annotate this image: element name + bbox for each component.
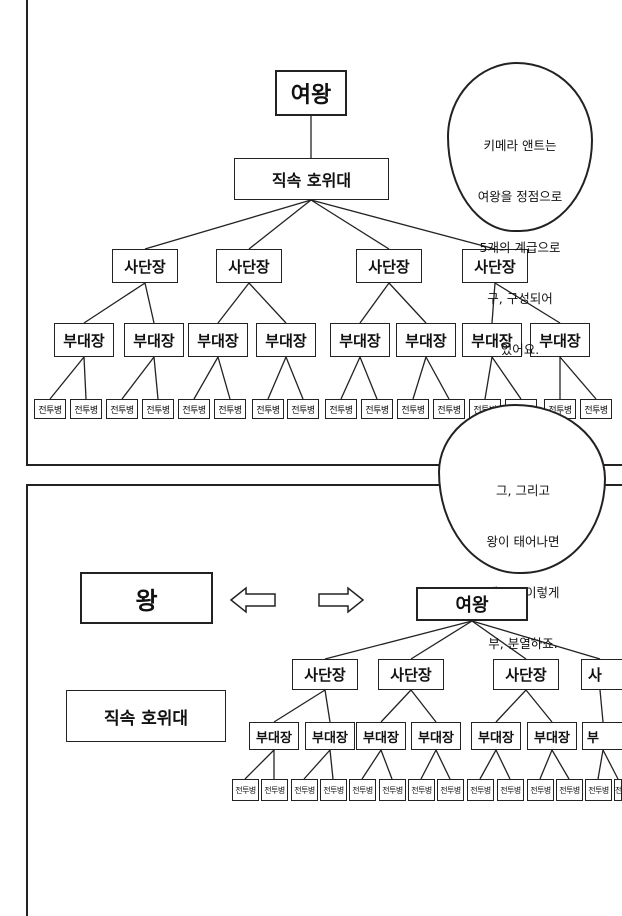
bubble-middle-line-4: 부, 분열하죠. <box>488 636 558 651</box>
bottom-king-box: 왕 <box>80 572 213 624</box>
top-lieutenant-box-7: 부대장 <box>462 323 522 357</box>
bottom-soldier-box-9: 전투병 <box>467 779 494 801</box>
top-soldier-box-4: 전투병 <box>142 399 174 419</box>
bubble-top-line-3: 5개의 계급으로 <box>479 240 561 255</box>
top-soldier-box-8: 전투병 <box>287 399 319 419</box>
top-soldier-box-16: 전투병 <box>580 399 612 419</box>
bubble-top-line-4: 구, 구성되어 <box>487 291 553 306</box>
bottom-lieutenant-box-1: 부대장 <box>249 722 299 750</box>
bottom-lieutenant-box-2: 부대장 <box>305 722 355 750</box>
bottom-lieutenant-box-4: 부대장 <box>411 722 461 750</box>
bottom-king-guard-box: 직속 호위대 <box>66 690 226 742</box>
top-soldier-box-11: 전투병 <box>397 399 429 419</box>
bottom-soldier-box-1: 전투병 <box>232 779 259 801</box>
top-soldier-box-7: 전투병 <box>252 399 284 419</box>
bottom-lieutenant-box-7: 부 <box>582 722 622 750</box>
top-soldier-box-9: 전투병 <box>325 399 357 419</box>
bottom-panel <box>26 484 622 916</box>
top-queen-box: 여왕 <box>275 70 347 116</box>
top-royal-guard-box: 직속 호위대 <box>234 158 389 200</box>
top-lieutenant-box-4: 부대장 <box>256 323 316 357</box>
bottom-soldier-box-7: 전투병 <box>408 779 435 801</box>
top-lieutenant-box-8: 부대장 <box>530 323 590 357</box>
top-soldier-box-3: 전투병 <box>106 399 138 419</box>
bottom-soldier-box-10: 전투병 <box>497 779 524 801</box>
bottom-queen-box: 여왕 <box>416 587 528 621</box>
bottom-soldier-box-8: 전투병 <box>437 779 464 801</box>
bubble-top-line-1: 키메라 앤트는 <box>483 138 557 153</box>
bottom-lieutenant-box-5: 부대장 <box>471 722 521 750</box>
bottom-soldier-box-5: 전투병 <box>349 779 376 801</box>
bottom-lieutenant-box-3: 부대장 <box>356 722 406 750</box>
bottom-soldier-box-14: 전 <box>614 779 622 801</box>
top-soldier-box-6: 전투병 <box>214 399 246 419</box>
speech-bubble-top-text: 키메라 앤트는 여왕을 정점으로 5개의 계급으로 구, 구성되어 있어요. <box>457 103 583 392</box>
bubble-middle-line-1: 그, 그리고 <box>496 483 550 498</box>
top-captain-box-2: 사단장 <box>216 249 282 283</box>
speech-bubble-middle-text: 그, 그리고 왕이 태어나면 계급은 이렇게 부, 분열하죠. <box>448 448 598 686</box>
bottom-soldier-box-13: 전투병 <box>585 779 612 801</box>
bottom-captain-box-2: 사단장 <box>378 659 444 690</box>
speech-bubble-top <box>447 62 593 232</box>
top-captain-box-3: 사단장 <box>356 249 422 283</box>
bottom-soldier-box-4: 전투병 <box>320 779 347 801</box>
bottom-captain-box-4: 사 <box>581 659 622 690</box>
top-lieutenant-box-2: 부대장 <box>124 323 184 357</box>
bubble-top-line-2: 여왕을 정점으로 <box>477 189 563 204</box>
top-soldier-box-10: 전투병 <box>361 399 393 419</box>
bubble-top-line-5: 있어요. <box>500 342 540 357</box>
top-panel <box>26 0 622 466</box>
bottom-lieutenant-box-6: 부대장 <box>527 722 577 750</box>
left-arrow-icon <box>230 586 276 614</box>
bottom-soldier-box-2: 전투병 <box>261 779 288 801</box>
top-lieutenant-box-1: 부대장 <box>54 323 114 357</box>
bottom-captain-box-3: 사단장 <box>493 659 559 690</box>
bottom-soldier-box-11: 전투병 <box>527 779 554 801</box>
bottom-soldier-box-3: 전투병 <box>291 779 318 801</box>
bottom-captain-box-1: 사단장 <box>292 659 358 690</box>
top-soldier-box-1: 전투병 <box>34 399 66 419</box>
bubble-middle-line-2: 왕이 태어나면 <box>486 534 560 549</box>
speech-bubble-middle <box>438 404 606 574</box>
bottom-soldier-box-6: 전투병 <box>379 779 406 801</box>
top-lieutenant-box-6: 부대장 <box>396 323 456 357</box>
top-soldier-box-12: 전투병 <box>433 399 465 419</box>
top-captain-box-4: 사단장 <box>462 249 528 283</box>
top-soldier-box-5: 전투병 <box>178 399 210 419</box>
bottom-soldier-box-12: 전투병 <box>556 779 583 801</box>
right-arrow-icon <box>318 586 364 614</box>
top-lieutenant-box-5: 부대장 <box>330 323 390 357</box>
top-captain-box-1: 사단장 <box>112 249 178 283</box>
top-soldier-box-2: 전투병 <box>70 399 102 419</box>
top-lieutenant-box-3: 부대장 <box>188 323 248 357</box>
